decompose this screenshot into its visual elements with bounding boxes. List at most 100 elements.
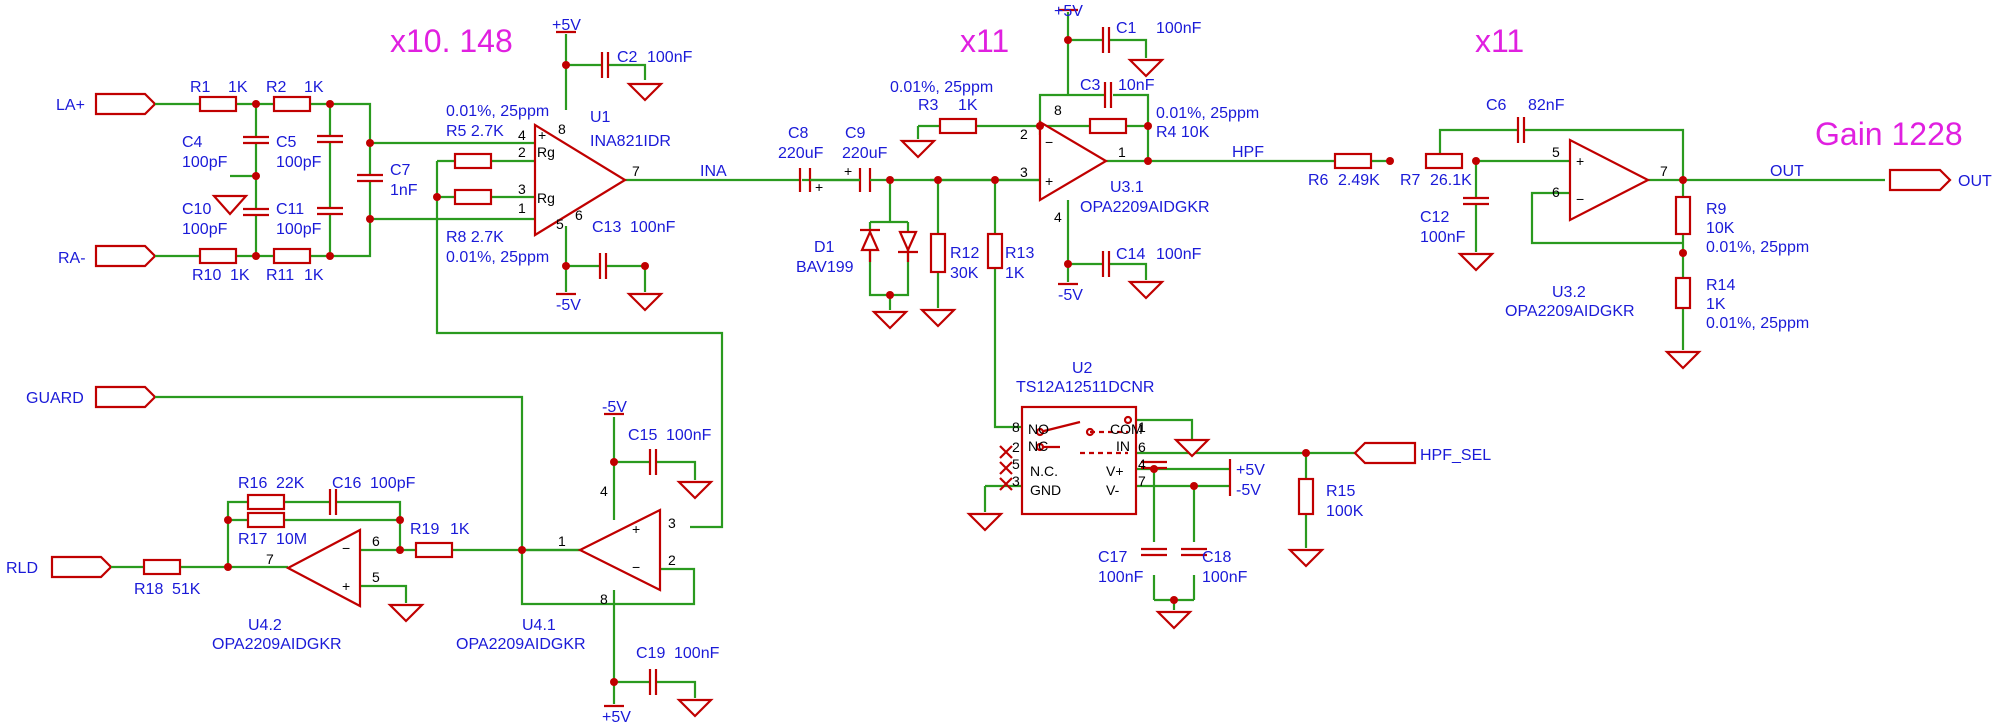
capacitor-c17 — [1141, 547, 1167, 557]
label-c19: C19 — [636, 645, 665, 662]
value-r6: 2.49K — [1338, 172, 1380, 189]
label-u41: U4.1 — [522, 617, 556, 634]
capacitor-c3 — [1103, 82, 1113, 108]
label-c17: C17 — [1098, 549, 1127, 566]
rail-pos-u2: +5V — [1236, 462, 1265, 479]
label-r10: R10 — [192, 267, 221, 284]
label-r13: R13 — [1005, 245, 1034, 262]
rail-neg-u31: -5V — [1058, 287, 1083, 304]
pin-u1-6: 6 — [575, 207, 583, 223]
resistor-r19 — [414, 541, 454, 559]
value-r18: 51K — [172, 581, 201, 598]
capacitor-c5 — [317, 134, 343, 144]
pin-u2-no: NO — [1028, 421, 1049, 437]
pin-u31-minus: − — [1045, 134, 1053, 150]
pin-u32-5: 5 — [1552, 144, 1560, 160]
capacitor-c14 — [1101, 251, 1111, 277]
ground-icon — [676, 698, 714, 718]
pin-u1-rgp: Rg — [537, 144, 555, 160]
value-c12: 100nF — [1420, 229, 1466, 246]
rail-neg-u2: -5V — [1236, 482, 1261, 499]
pin-u41-2: 2 — [668, 552, 676, 568]
label-r18: R18 — [134, 581, 163, 598]
ground-icon — [919, 308, 957, 328]
label-u32: U3.2 — [1552, 284, 1586, 301]
capacitor-c7 — [357, 173, 383, 183]
pin-u31-1: 1 — [1118, 144, 1126, 160]
port-out-label: OUT — [1958, 173, 1992, 190]
pin-u1-plus: + — [538, 127, 546, 143]
ground-icon — [899, 139, 937, 159]
pin-u41-4: 4 — [600, 483, 608, 499]
rail-pos-u31: +5V — [1054, 3, 1083, 20]
pin-u2-2: 2 — [1012, 439, 1020, 455]
label-c6: C6 — [1486, 97, 1507, 114]
value-c8: 220uF — [778, 145, 824, 162]
label-c7: C7 — [390, 162, 411, 179]
label-c14: C14 — [1116, 246, 1145, 263]
tol-r14: 0.01%, 25ppm — [1706, 315, 1809, 332]
ground-icon — [626, 82, 664, 102]
ground-icon — [871, 310, 909, 330]
value-c9: 220uF — [842, 145, 888, 162]
label-c10: C10 — [182, 201, 211, 218]
capacitor-c16 — [328, 489, 338, 515]
ground-icon — [626, 292, 664, 312]
pin-u32-minus: − — [1576, 191, 1584, 207]
value-r3: 1K — [958, 97, 978, 114]
resistor-r17 — [246, 511, 286, 529]
label-c18: C18 — [1202, 549, 1231, 566]
label-r3: R3 — [918, 97, 939, 114]
rail-pos-u1: +5V — [552, 17, 581, 34]
value-u42: OPA2209AIDGKR — [212, 636, 342, 653]
u2-nc-text: N.C. — [1030, 463, 1058, 479]
rail-pos-u41: +5V — [602, 709, 631, 724]
resistor-r5 — [453, 152, 493, 170]
label-u42: U4.2 — [248, 617, 282, 634]
resistor-r13 — [986, 232, 1004, 270]
capacitor-c10 — [243, 207, 269, 217]
pin-u1-1: 1 — [518, 200, 526, 216]
u2-gnd-text: GND — [1030, 482, 1061, 498]
pin-u2-in: IN — [1116, 438, 1130, 454]
value-u32: OPA2209AIDGKR — [1505, 303, 1635, 320]
switch-u2 — [1020, 405, 1138, 516]
value-r10: 1K — [230, 267, 250, 284]
label-r7: R7 — [1400, 172, 1421, 189]
value-c19: 100nF — [674, 645, 720, 662]
pin-u41-plus: + — [632, 521, 640, 537]
value-r2: 1K — [304, 79, 324, 96]
capacitor-c15 — [648, 449, 658, 475]
polarity-c9: + — [844, 163, 852, 179]
tol-r8: 0.01%, 25ppm — [446, 249, 549, 266]
label-r4: R4 10K — [1156, 124, 1210, 141]
value-c18: 100nF — [1202, 569, 1248, 586]
pin-u1-8: 8 — [558, 121, 566, 137]
value-d1: BAV199 — [796, 259, 854, 276]
pin-u2-1: 1 — [1138, 419, 1146, 435]
value-c5: 100pF — [276, 154, 322, 171]
pin-u2-4: 4 — [1138, 456, 1146, 472]
port-ra-minus: RA- — [58, 244, 157, 268]
label-r5: R5 2.7K — [446, 123, 504, 140]
label-c4: C4 — [182, 134, 203, 151]
resistor-r12 — [929, 232, 947, 274]
value-r15: 100K — [1326, 503, 1364, 520]
port-hpf-sel-label: HPF_SEL — [1420, 447, 1491, 464]
rail-neg-u1: -5V — [556, 297, 581, 314]
label-c16: C16 — [332, 475, 361, 492]
value-c15: 100nF — [666, 427, 712, 444]
label-u1: U1 — [590, 109, 611, 126]
label-c2: C2 — [617, 49, 638, 66]
capacitor-c9 — [858, 168, 872, 192]
ground-icon — [1127, 280, 1165, 300]
resistor-r2 — [272, 95, 312, 113]
resistor-r18 — [142, 558, 182, 576]
pin-u2-7: 7 — [1138, 473, 1146, 489]
label-u2: U2 — [1072, 360, 1093, 377]
pin-u32-6: 6 — [1552, 184, 1560, 200]
pin-u1-2: 2 — [518, 144, 526, 160]
pin-u2-com: COM — [1110, 421, 1143, 437]
resistor-r16 — [246, 493, 286, 511]
pin-u31-4: 4 — [1054, 209, 1062, 225]
